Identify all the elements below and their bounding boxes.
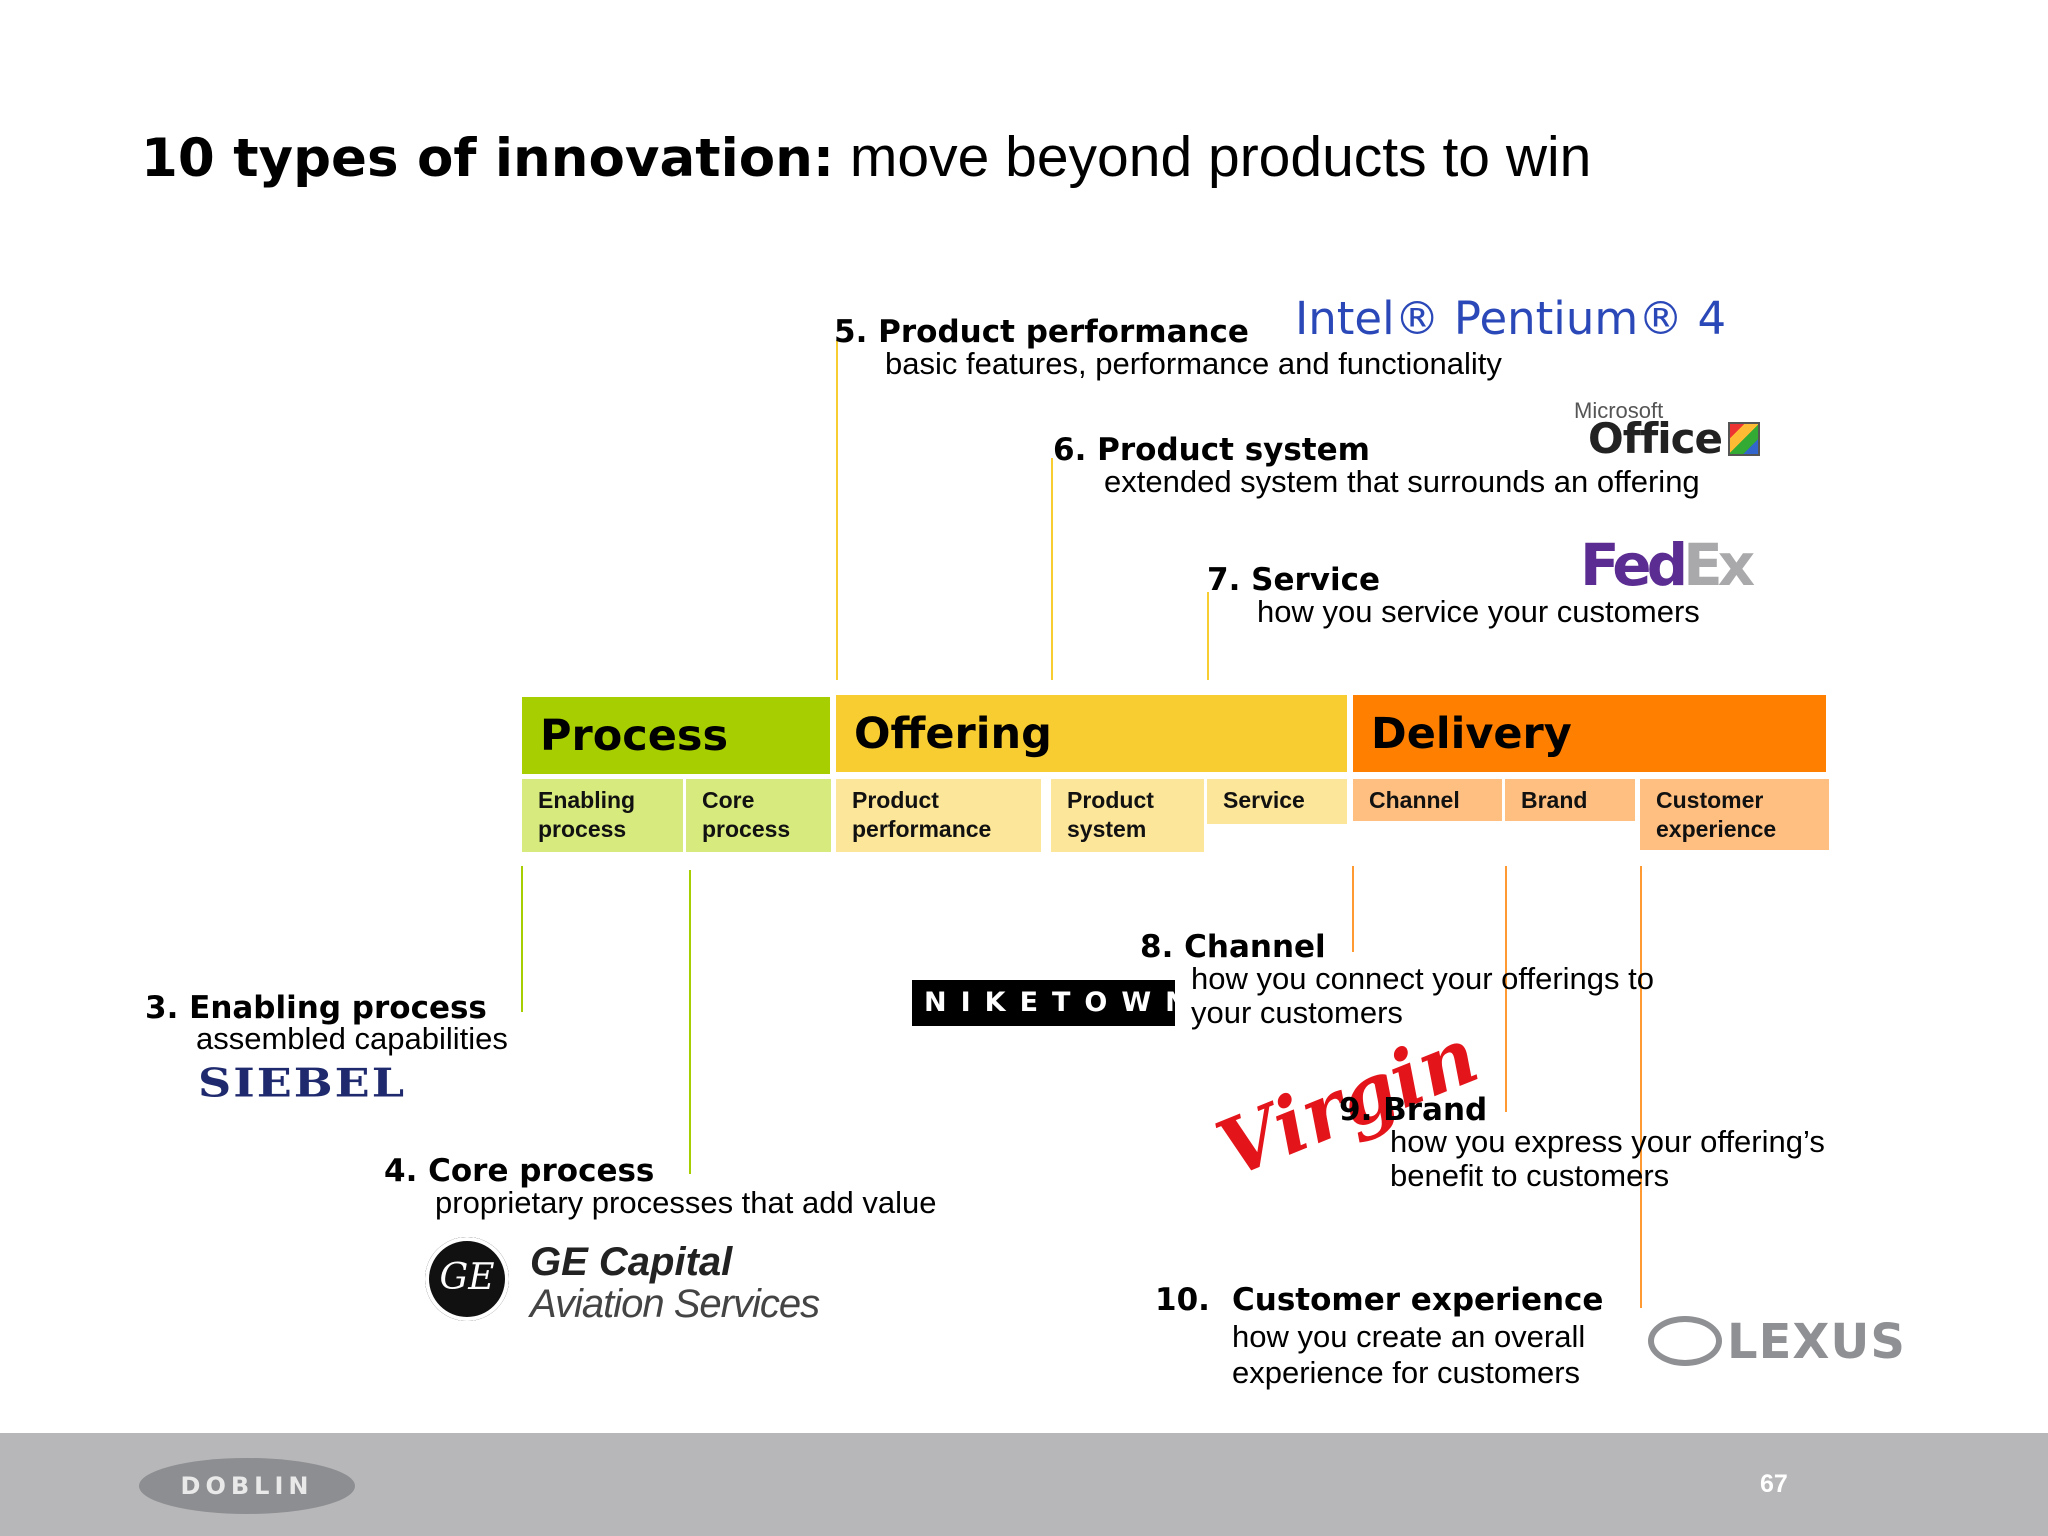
category-delivery: Delivery [1353, 695, 1826, 772]
sub-product-performance: Product performance [836, 779, 1041, 852]
type-8-description-line1: how you connect your offerings to [1191, 961, 1654, 996]
type-10-description-line2: experience for customers [1232, 1355, 1581, 1390]
sub-customer-experience: Customer experience [1640, 779, 1829, 850]
type-10-number: 10. [1155, 1282, 1210, 1318]
type-3-description: assembled capabilities [196, 1021, 508, 1056]
category-process: Process [522, 697, 830, 774]
sub-core-process: Core process [686, 779, 831, 852]
niketown-logo: NIKETOWN [912, 980, 1188, 1026]
title-bold: 10 types of innovation: [141, 128, 835, 189]
type-3-heading: 3. Enabling process [145, 990, 487, 1026]
sub-product-system: Product system [1051, 779, 1204, 852]
connector-8 [1352, 866, 1354, 952]
type-6-description: extended system that surrounds an offeri… [1104, 464, 1700, 499]
sub-channel: Channel [1353, 779, 1502, 821]
type-7-heading: 7. Service [1207, 562, 1381, 598]
page-number: 67 [1760, 1470, 1788, 1498]
microsoft-office-logo: Microsoft Office [1570, 398, 1766, 464]
page-title: 10 types of innovation: move beyond prod… [141, 126, 1591, 189]
microsoft-wordmark: Microsoft [1574, 398, 1664, 423]
office-wordmark: Office [1588, 414, 1723, 463]
ge-monogram-text: GE [439, 1257, 495, 1298]
type-9-description-line2: benefit to customers [1390, 1158, 1670, 1193]
type-6-heading: 6. Product system [1053, 432, 1370, 468]
ge-capital-wordmark: GE Capital [530, 1240, 733, 1284]
fedex-fed: Fed [1580, 531, 1688, 599]
intel-pentium-logo: Intel® Pentium® 4 [1295, 292, 1727, 345]
connector-7 [1207, 592, 1209, 680]
doblin-logo: DOBLIN [139, 1458, 355, 1514]
sub-service: Service [1207, 779, 1347, 824]
type-10-description-line1: how you create an overall [1232, 1319, 1586, 1354]
lexus-emblem-icon [1648, 1316, 1722, 1366]
fedex-ex: Ex [1683, 531, 1755, 599]
type-10-heading: Customer experience [1232, 1282, 1604, 1318]
connector-10 [1640, 866, 1642, 1308]
connector-9 [1505, 866, 1507, 1112]
title-rest: move beyond products to win [834, 125, 1592, 189]
sub-enabling-process: Enabling process [522, 779, 683, 852]
office-icon [1728, 422, 1760, 456]
connector-4 [689, 870, 691, 1174]
connector-5 [836, 340, 838, 680]
sub-brand: Brand [1505, 779, 1635, 821]
ge-aviation-wordmark: Aviation Services [530, 1282, 820, 1326]
type-4-description: proprietary processes that add value [435, 1185, 937, 1220]
type-9-heading: 9. Brand [1339, 1092, 1488, 1128]
type-8-heading: 8. Channel [1140, 929, 1326, 965]
type-9-description-line1: how you express your offering’s [1390, 1124, 1825, 1159]
siebel-logo: SIEBEL [198, 1060, 407, 1106]
connector-6 [1051, 458, 1053, 680]
lexus-logo: LEXUS [1727, 1314, 1906, 1370]
type-5-description: basic features, performance and function… [885, 346, 1502, 381]
connector-3 [521, 866, 523, 1012]
fedex-logo: FedEx [1580, 536, 1755, 594]
type-8-description-line2: your customers [1191, 995, 1403, 1030]
type-4-heading: 4. Core process [384, 1153, 655, 1189]
category-offering: Offering [836, 695, 1347, 772]
type-5-heading: 5. Product performance [834, 314, 1249, 350]
type-7-description: how you service your customers [1257, 594, 1700, 629]
ge-monogram-icon: GE [425, 1237, 509, 1321]
